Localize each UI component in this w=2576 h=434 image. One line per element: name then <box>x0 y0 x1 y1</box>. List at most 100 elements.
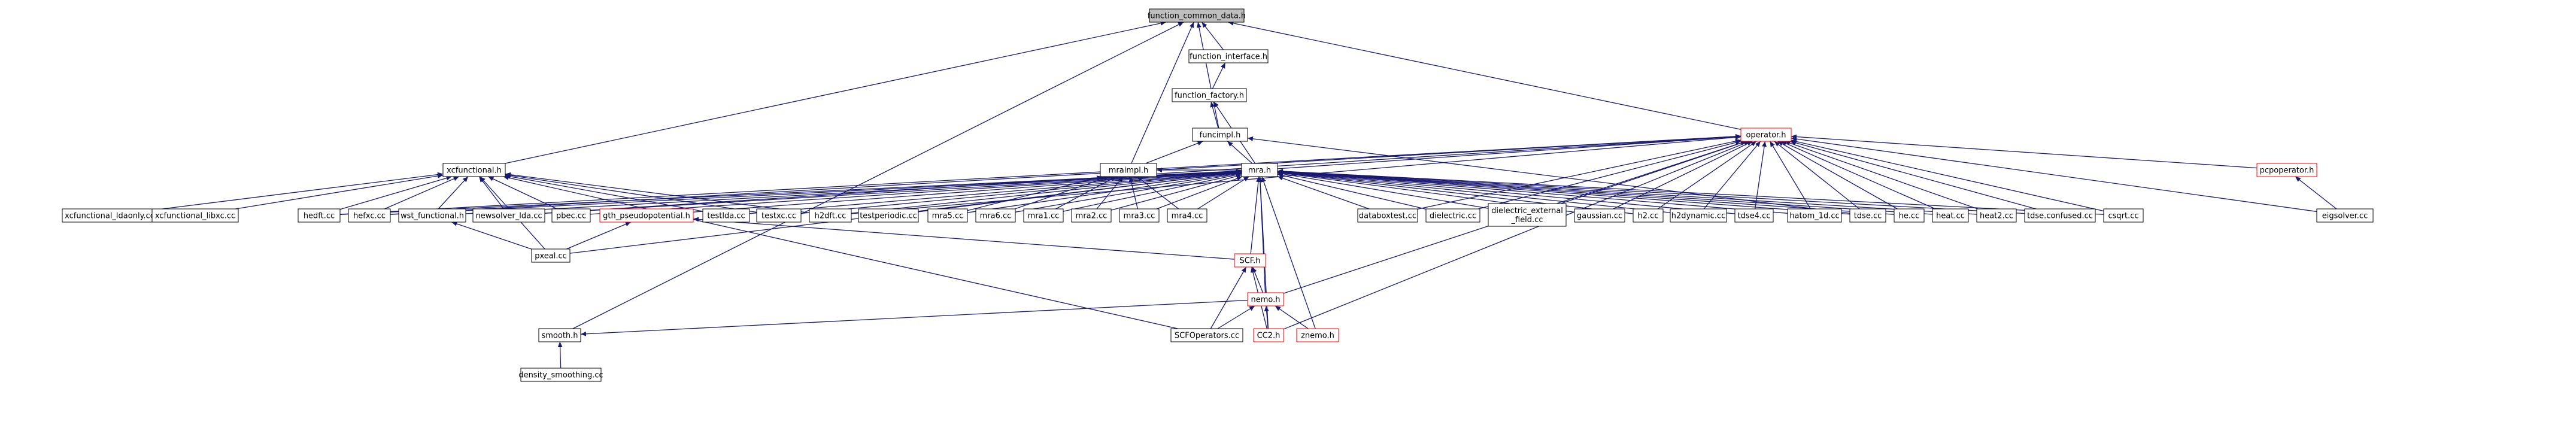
node-tdse-cc[interactable]: tdse.cc <box>1849 208 1886 223</box>
node-h2dft-cc[interactable]: h2dft.cc <box>809 208 852 223</box>
node-hedft-cc[interactable]: hedft.cc <box>298 208 341 223</box>
node-pxeal-cc[interactable]: pxeal.cc <box>531 248 571 263</box>
node-box <box>1167 208 1207 223</box>
node-testxc-cc[interactable]: testxc.cc <box>756 208 802 223</box>
graph-edges <box>156 20 2337 369</box>
node-newsolver-lda-cc[interactable]: newsolver_lda.cc <box>472 208 545 223</box>
node-function-interface-h[interactable]: function_interface.h <box>1188 49 1269 63</box>
node-nemo-h[interactable]: nemo.h <box>1247 292 1284 306</box>
node-gaussian-cc[interactable]: gaussian.cc <box>1574 208 1625 223</box>
edge-testlda_cc-to-xcfunctional_h <box>505 174 703 212</box>
node-scf-h[interactable]: SCF.h <box>1234 253 1266 268</box>
node-label: he.cc <box>1899 212 1920 221</box>
node-xcfunctional-ldaonly-cc[interactable]: xcfunctional_ldaonly.cc <box>62 208 157 223</box>
node-cc2-h[interactable]: CC2.h <box>1253 328 1284 342</box>
node-funcimpl-h[interactable]: funcimpl.h <box>1192 128 1248 142</box>
node-tdse4-cc[interactable]: tdse4.cc <box>1734 208 1774 223</box>
edge-cc2_h-to-nemo_h <box>1264 305 1269 329</box>
edge-databoxtest_cc-to-mra_h <box>1277 175 1370 210</box>
node-hefxc-cc[interactable]: hefxc.cc <box>348 208 391 223</box>
node-mra3-cc[interactable]: mra3.cc <box>1119 208 1160 223</box>
edge-databoxtest_cc-to-operator_h <box>1417 138 1741 210</box>
node-dielectric-external-field-cc[interactable]: dielectric_external_field.cc <box>1488 203 1567 227</box>
node-xcfunctional-h[interactable]: xcfunctional.h <box>442 163 506 177</box>
edge-scfoperators_cc-to-scf_h <box>1210 266 1247 329</box>
node-box <box>1488 203 1567 227</box>
node-function-factory-h[interactable]: function_factory.h <box>1172 88 1247 102</box>
edge-pcpoperator_h-to-operator_h <box>1791 134 2258 169</box>
node-box <box>1100 163 1157 177</box>
node-label: density_smoothing.cc <box>518 371 603 380</box>
node-pcpoperator-h[interactable]: pcpoperator.h <box>2256 163 2317 177</box>
edge-heat2_cc-to-mra_h <box>1277 169 1977 215</box>
edge-gth_pseudopotential_h-to-mra_h <box>693 169 1242 213</box>
edge-xcfunctional_libxc_cc-to-xcfunctional_h <box>235 173 444 210</box>
edge-newsolver_lda_cc-to-xcfunctional_h <box>478 176 505 210</box>
node-he-cc[interactable]: he.cc <box>1894 208 1925 223</box>
edge-mra2_cc-to-mra_h <box>1110 174 1242 211</box>
node-label: dielectric.cc <box>1430 212 1476 221</box>
node-label: tdse4.cc <box>1738 212 1771 221</box>
node-mra4-cc[interactable]: mra4.cc <box>1167 208 1207 223</box>
node-box <box>975 208 1016 223</box>
node-testperiodic-cc[interactable]: testperiodic.cc <box>858 208 919 223</box>
node-smooth-h[interactable]: smooth.h <box>538 328 581 342</box>
node-h2dynamic-cc[interactable]: h2dynamic.cc <box>1670 208 1727 223</box>
node-label: pcpoperator.h <box>2260 166 2314 175</box>
node-mra-h[interactable]: mra.h <box>1241 163 1278 177</box>
node-znemo-h[interactable]: znemo.h <box>1296 328 1339 342</box>
node-mraimpl-h[interactable]: mraimpl.h <box>1100 163 1157 177</box>
edge-wst_functional_h-to-xcfunctional_h <box>438 176 469 210</box>
node-hatom-1d-cc[interactable]: hatom_1d.cc <box>1787 208 1842 223</box>
node-label: mra5.cc <box>932 212 964 221</box>
node-box <box>531 248 571 263</box>
node-testlda-cc[interactable]: testlda.cc <box>702 208 750 223</box>
edge-function_factory_h-to-function_interface_h <box>1212 62 1226 89</box>
node-mra1-cc[interactable]: mra1.cc <box>1023 208 1064 223</box>
node-label: SCF.h <box>1239 257 1260 266</box>
edge-h2_cc-to-mra_h <box>1277 170 1634 214</box>
node-mra2-cc[interactable]: mra2.cc <box>1071 208 1112 223</box>
node-box <box>1247 292 1284 306</box>
edge-mra4_cc-to-mraimpl_h <box>1136 176 1179 210</box>
node-scfoperators-cc[interactable]: SCFOperators.cc <box>1170 328 1243 342</box>
node-tdse-confused-cc[interactable]: tdse.confused.cc <box>2024 208 2096 223</box>
node-heat-cc[interactable]: heat.cc <box>1932 208 1969 223</box>
node-heat2-cc[interactable]: heat2.cc <box>1976 208 2017 223</box>
node-mra5-cc[interactable]: mra5.cc <box>927 208 968 223</box>
node-gth-pseudopotential-h[interactable]: gth_pseudopotential.h <box>599 208 694 223</box>
node-box <box>538 328 581 342</box>
node-dielectric-cc[interactable]: dielectric.cc <box>1425 208 1480 223</box>
node-databoxtest-cc[interactable]: databoxtest.cc <box>1357 208 1418 223</box>
node-csqrt-cc[interactable]: csqrt.cc <box>2103 208 2144 223</box>
node-box <box>298 208 341 223</box>
edge-tdse_cc-to-funcimpl_h <box>1247 136 1850 214</box>
node-h2-cc[interactable]: h2.cc <box>1633 208 1664 223</box>
node-density-smoothing-cc[interactable]: density_smoothing.cc <box>518 368 603 382</box>
edge-hedft_cc-to-mra_h <box>339 168 1242 215</box>
edge-gaussian_cc-to-operator_h <box>1613 141 1753 210</box>
edge-znemo_h-to-nemo_h <box>1275 305 1309 329</box>
edge-wst_functional_h-to-mra_h <box>465 169 1242 214</box>
edge-cc2_h-to-operator_h <box>1283 141 1750 330</box>
edge-h2dft_cc-to-mra_h <box>851 170 1242 214</box>
node-mra6-cc[interactable]: mra6.cc <box>975 208 1016 223</box>
node-eigsolver-cc[interactable]: eigsolver.cc <box>2316 208 2374 223</box>
node-label: smooth.h <box>541 332 578 341</box>
node-box <box>1192 128 1248 142</box>
node-label: heat.cc <box>1936 212 1965 221</box>
node-pbec-cc[interactable]: pbec.cc <box>551 208 591 223</box>
node-label: csqrt.cc <box>2108 212 2138 221</box>
node-box <box>1188 49 1269 63</box>
node-xcfunctional-libxc-cc[interactable]: xcfunctional_libxc.cc <box>151 208 239 223</box>
node-label: hefxc.cc <box>353 212 386 221</box>
node-box <box>1170 328 1243 342</box>
node-label: function_interface.h <box>1190 53 1267 62</box>
edge-znemo_h-to-mra_h <box>1261 176 1316 329</box>
node-label: tdse.cc <box>1854 212 1882 221</box>
node-box <box>809 208 852 223</box>
node-wst-functional-h[interactable]: wst_functional.h <box>398 208 466 223</box>
node-operator-h[interactable]: operator.h <box>1740 128 1792 142</box>
edge-hatom_1d_cc-to-mra_h <box>1277 169 1788 214</box>
node-function-common-data-h[interactable]: function_common_data.h <box>1148 8 1246 23</box>
